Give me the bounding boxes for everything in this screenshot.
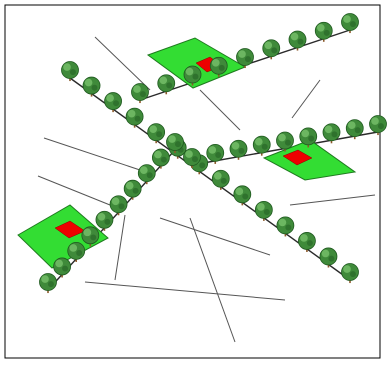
tree-icon <box>323 124 340 144</box>
road-line <box>85 282 285 300</box>
tree-icon <box>289 31 306 51</box>
tree-icon <box>83 77 100 97</box>
road-line <box>292 80 320 118</box>
tree-icon <box>230 140 247 160</box>
tree-icon <box>138 165 155 185</box>
green-lot <box>264 140 355 180</box>
tree-icon <box>315 22 332 42</box>
tree-icon <box>158 75 175 95</box>
tree-icon <box>255 201 272 221</box>
road-line <box>290 195 375 205</box>
tree-icon <box>277 217 294 237</box>
tree-icon <box>346 120 363 140</box>
tree-icon <box>54 258 71 278</box>
road-line <box>190 218 235 342</box>
tree-icon <box>40 274 57 294</box>
tree-icon <box>212 170 229 190</box>
tree-icon <box>298 232 315 252</box>
tree-icon <box>320 248 337 268</box>
tree-icon <box>124 180 141 200</box>
road-line <box>200 90 240 130</box>
tree-icon <box>253 136 270 156</box>
tree-icon <box>207 144 224 164</box>
tree-icon <box>370 116 387 136</box>
road-line <box>160 218 270 255</box>
tree-icon <box>148 124 165 144</box>
road-line <box>38 176 110 205</box>
tree-icon <box>62 62 79 82</box>
tree-icon <box>234 186 251 206</box>
tree-icon <box>152 149 169 169</box>
tree-icon <box>132 84 149 104</box>
tree-icon <box>126 108 143 128</box>
tree-icon <box>68 242 85 262</box>
tree-icon <box>96 211 113 231</box>
road-line <box>95 37 150 90</box>
tree-icon <box>105 93 122 113</box>
tree-icon <box>342 14 359 34</box>
tree-icon <box>110 196 127 216</box>
tree-icon <box>263 40 280 60</box>
road-line <box>115 215 125 280</box>
tree-icon <box>342 264 359 284</box>
road-line <box>44 138 140 170</box>
